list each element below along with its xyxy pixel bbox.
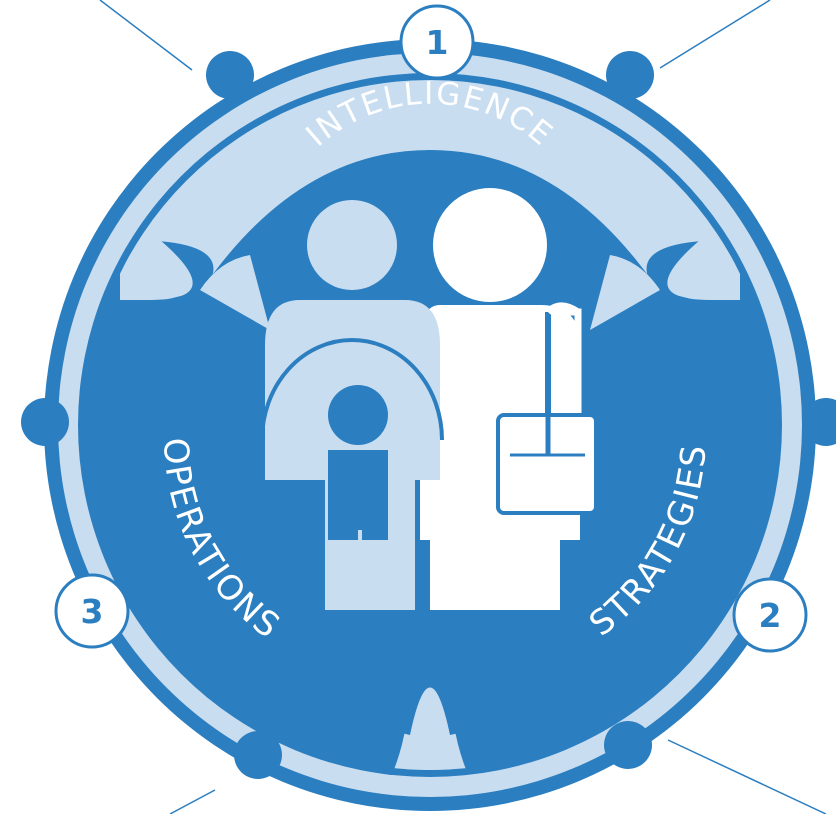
- leader-line-top-right: [659, 0, 771, 69]
- ring-dot: [604, 721, 652, 769]
- ring-dot: [802, 398, 836, 446]
- ring-dot: [606, 51, 654, 99]
- leader-line-top-left: [99, 0, 193, 71]
- hug-ring: [260, 338, 444, 441]
- inner-pattern: [120, 80, 740, 770]
- bag-icon: [496, 302, 598, 515]
- ring-dot: [21, 398, 69, 446]
- baby-figure-icon: [328, 385, 388, 540]
- badge-3: 3: [54, 573, 130, 649]
- leader-lines: [99, 0, 827, 814]
- family-icon: [260, 188, 598, 610]
- leader-line-bottom-left: [169, 789, 216, 814]
- ring-dot: [234, 731, 282, 779]
- badge-3-number: 3: [81, 592, 104, 631]
- ring-dots: [21, 51, 836, 779]
- leader-line-bottom-right: [667, 739, 827, 814]
- ring-dot: [206, 51, 254, 99]
- badge-2: 2: [732, 577, 808, 653]
- badge-1-number: 1: [426, 23, 449, 62]
- badge-2-number: 2: [759, 596, 782, 635]
- badge-1: 1: [399, 4, 475, 80]
